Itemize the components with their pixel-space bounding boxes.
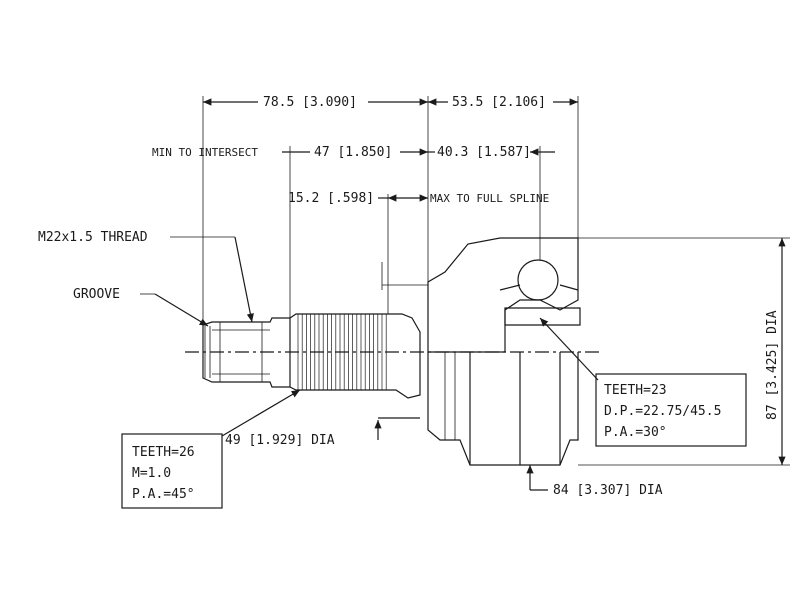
- bell-dia-dimension: 87 [3.425] DIA: [765, 310, 780, 420]
- right-pitch: D.P.=22.75/45.5: [604, 404, 721, 419]
- max-to-full-spline-label: MAX TO FULL SPLINE: [430, 192, 549, 205]
- spline-spec-box-right: TEETH=23 D.P.=22.75/45.5 P.A.=30°: [595, 373, 747, 447]
- min-to-intersect-label: MIN TO INTERSECT: [152, 146, 258, 159]
- splined-shaft: [289, 313, 421, 399]
- groove-label: GROOVE: [73, 287, 120, 302]
- right-teeth: TEETH=23: [604, 383, 667, 398]
- spline-length-dimension: 15.2 [.598]: [288, 191, 374, 206]
- bell-housing: [427, 237, 581, 466]
- right-pressure-angle: P.A.=30°: [604, 425, 667, 440]
- bell-length-dimension: 53.5 [2.106]: [452, 95, 546, 110]
- ball: [517, 259, 559, 301]
- seal-dia-dimension: 49 [1.929] DIA: [225, 433, 335, 448]
- left-pressure-angle: P.A.=45°: [132, 487, 195, 502]
- spline-spec-box-left: TEETH=26 M=1.0 P.A.=45°: [121, 433, 223, 509]
- outer-dia-dimension: 84 [3.307] DIA: [553, 483, 663, 498]
- thread-label: M22x1.5 THREAD: [38, 230, 148, 245]
- min-to-intersect-dimension: 47 [1.850]: [314, 145, 392, 160]
- threaded-end: [202, 317, 291, 388]
- overall-stem-dimension: 78.5 [3.090]: [263, 95, 357, 110]
- dimension-lines: [140, 96, 790, 491]
- left-module: M=1.0: [132, 466, 171, 481]
- center-dimension: 40.3 [1.587]: [437, 145, 531, 160]
- left-teeth: TEETH=26: [132, 445, 195, 460]
